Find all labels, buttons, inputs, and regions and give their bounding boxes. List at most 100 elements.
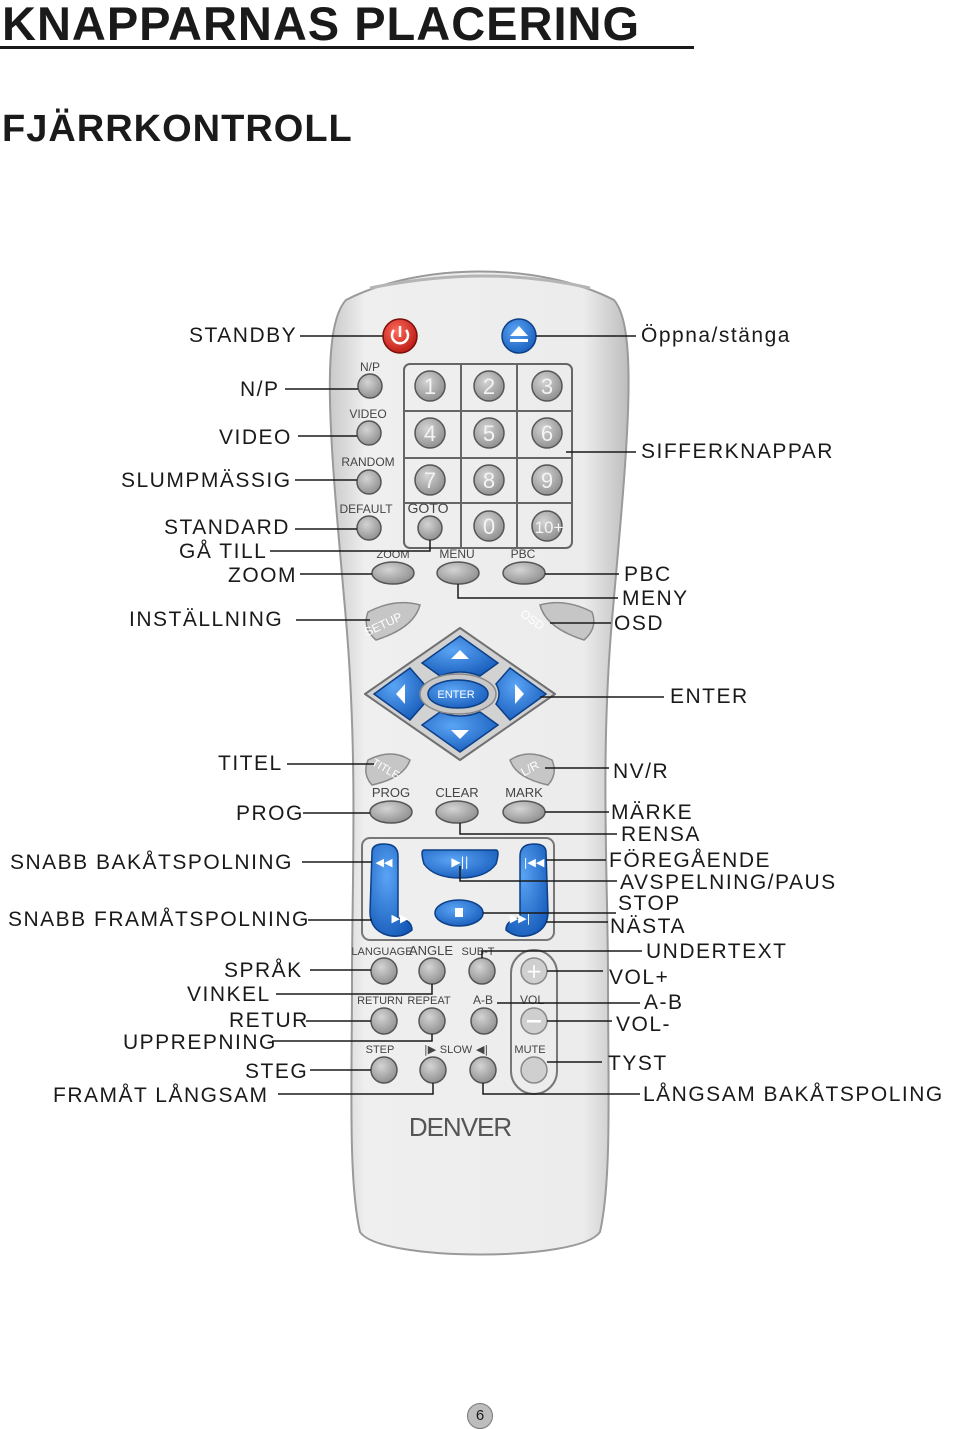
menu-button [436, 561, 480, 585]
btn-label-random: RANDOM [341, 455, 394, 469]
osd-button [539, 601, 595, 641]
label-menu: MENY [622, 587, 689, 610]
btn-label-step: STEP [366, 1044, 395, 1056]
label-ab: A-B [644, 991, 684, 1014]
slow-forward-icon: |▶ [424, 1043, 437, 1056]
default-button [356, 515, 382, 541]
btn-label-language: LANGUAGE [351, 946, 412, 958]
random-button [356, 469, 382, 495]
btn-label-subt: SUB-T [462, 946, 495, 958]
btn-label-vol: VOL [520, 993, 544, 1007]
label-osd: OSD [614, 612, 665, 635]
label-subtitle: UNDERTEXT [646, 940, 788, 963]
digit-3: 3 [541, 374, 553, 399]
label-pbc: PBC [624, 563, 672, 586]
next-icon: ▶▶| [510, 912, 531, 925]
label-random: SLUMPMÄSSIG [121, 469, 292, 492]
btn-label-goto: GOTO [408, 500, 449, 516]
language-button [370, 957, 398, 985]
label-setup: INSTÄLLNING [129, 608, 284, 631]
clear-button [435, 800, 479, 824]
eject-icon [510, 326, 528, 336]
btn-label-menu: MENU [439, 547, 474, 561]
label-digits: SIFFERKNAPPAR [641, 440, 834, 463]
left-arrow-icon [396, 684, 405, 704]
leader-lines [270, 335, 664, 1095]
video-button [356, 420, 382, 446]
play-pause-icon: ▶|| [451, 855, 468, 869]
label-mute: TYST [608, 1052, 668, 1075]
label-goto: GÅ TILL [179, 540, 268, 563]
digit-1: 1 [424, 374, 436, 399]
digit-8: 8 [483, 468, 495, 493]
goto-button [417, 515, 443, 541]
label-stop: STOP [618, 892, 681, 915]
setup-button [365, 601, 421, 641]
label-slow-reverse: LÅNGSAM BAKÅTSPOLING [643, 1083, 944, 1106]
btn-label-zoom: ZOOM [377, 549, 410, 561]
slow-forward-button [419, 1056, 447, 1084]
btn-label-prog: PROG [372, 785, 410, 800]
label-clear: RENSA [621, 823, 701, 846]
page-number: 6 [467, 1403, 493, 1429]
label-fast-forward: SNABB FRAMÅTSPOLNING [8, 908, 310, 931]
btn-label-np: N/P [360, 360, 380, 374]
btn-label-ab: A-B [473, 993, 493, 1007]
subt-button [468, 957, 496, 985]
digit-5: 5 [483, 421, 495, 446]
title-underline [0, 46, 694, 49]
label-previous: FÖREGÅENDE [609, 849, 772, 872]
btn-label-slow: SLOW [440, 1044, 473, 1056]
previous-icon: |◀◀ [524, 856, 545, 869]
btn-label-default: DEFAULT [339, 502, 393, 516]
ab-button [470, 1007, 498, 1035]
power-icon [390, 329, 410, 345]
step-button [370, 1056, 398, 1084]
label-play-pause: AVSPELNING/PAUS [620, 871, 837, 894]
plus-icon: + [526, 959, 543, 983]
label-eject: Öppna/stänga [641, 324, 791, 347]
btn-label-pbc: PBC [511, 547, 536, 561]
label-vol-up: VOL+ [609, 966, 670, 989]
label-language: SPRÅK [224, 959, 303, 982]
label-slow-forward: FRAMÅT LÅNGSAM [53, 1084, 269, 1107]
zoom-button [371, 561, 415, 585]
rewind-icon: ◀◀ [376, 856, 393, 869]
btn-label-clear: CLEAR [435, 785, 478, 800]
label-enter: ENTER [670, 685, 749, 708]
repeat-button [418, 1007, 446, 1035]
btn-label-repeat: REPEAT [407, 995, 450, 1007]
btn-label-mute: MUTE [514, 1044, 545, 1056]
down-arrow-icon [451, 730, 469, 739]
section-title: FJÄRRKONTROLL [2, 108, 353, 150]
return-button [370, 1007, 398, 1035]
label-mark: MÄRKE [611, 801, 694, 824]
label-np: N/P [240, 378, 280, 401]
btn-label-video: VIDEO [349, 407, 386, 421]
angle-button [418, 957, 446, 985]
label-zoom: ZOOM [228, 564, 297, 587]
digit-pad-frame [403, 363, 573, 549]
np-button [357, 373, 383, 399]
btn-label-mark: MARK [505, 785, 543, 800]
stop-icon [455, 908, 463, 917]
btn-label-angle: ANGLE [409, 943, 453, 958]
lr-button [509, 753, 555, 786]
label-repeat: UPPREPNING [123, 1031, 277, 1054]
digit-4: 4 [424, 421, 436, 446]
enter-button [427, 679, 489, 709]
btn-label-return: RETURN [357, 995, 403, 1007]
brand-logo: DENVER [409, 1112, 512, 1142]
digit-9: 9 [541, 468, 553, 493]
pbc-button [502, 561, 546, 585]
fast-forward-icon: ▶▶ [392, 912, 409, 925]
mute-button [520, 1056, 548, 1084]
digit-7: 7 [424, 468, 436, 493]
digit-0: 0 [483, 514, 495, 539]
label-return: RETUR [229, 1009, 309, 1032]
label-vol-down: VOL- [616, 1013, 672, 1036]
transport-frame [361, 837, 555, 941]
minus-icon [527, 1020, 541, 1023]
prog-button [369, 800, 413, 824]
right-arrow-icon [515, 684, 524, 704]
